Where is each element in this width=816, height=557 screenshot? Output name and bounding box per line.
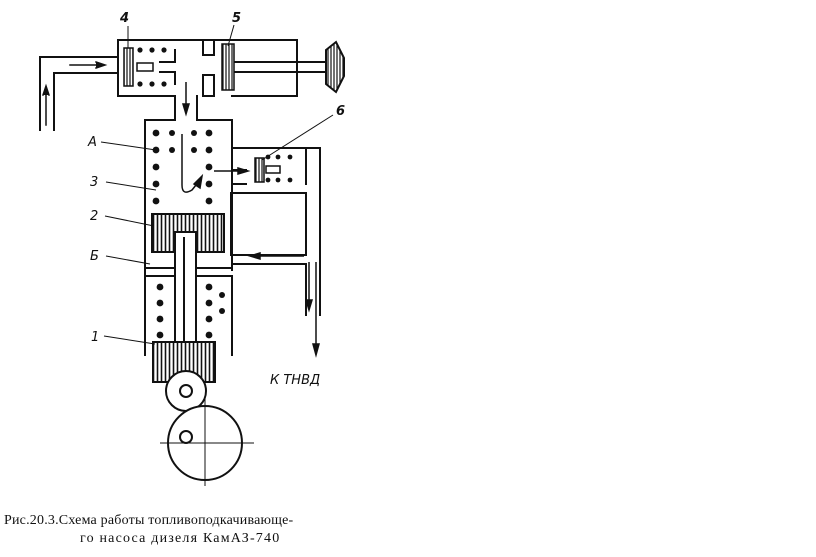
label-6: 6 <box>336 104 345 119</box>
inlet-valve-4 <box>123 47 167 87</box>
label-1: 1 <box>91 330 99 345</box>
inlet-arrows <box>42 61 108 126</box>
label-5: 5 <box>232 11 241 26</box>
roller <box>165 370 207 412</box>
label-a: А <box>87 135 97 150</box>
caption-line-1: Рис.20.3.Схема работы топливоподкачивающ… <box>4 513 294 528</box>
outlet-valve-6 <box>254 154 293 183</box>
eccentric-cam <box>160 398 254 486</box>
priming-piston-5 <box>221 43 235 91</box>
valve-housing-inner <box>159 39 215 97</box>
priming-handle <box>325 40 345 94</box>
label-b: Б <box>90 249 99 264</box>
pump-piston-2 <box>151 213 225 253</box>
pump-partition <box>144 237 233 341</box>
lower-spring <box>156 283 225 339</box>
leader-lines <box>100 24 334 345</box>
flow-arrows <box>181 82 320 358</box>
label-2: 2 <box>90 209 98 224</box>
label-3: 3 <box>90 175 98 190</box>
caption-line-2: го насоса дизеля КамАЗ-740 <box>80 531 281 546</box>
upper-spring <box>152 129 213 205</box>
inlet-pipe <box>39 56 119 131</box>
label-4: 4 <box>119 11 129 26</box>
priming-rod <box>231 61 327 73</box>
figure-caption: Рис.20.3.Схема работы топливоподкачивающ… <box>4 512 424 548</box>
label-outlet: К ТНВД <box>270 373 320 388</box>
